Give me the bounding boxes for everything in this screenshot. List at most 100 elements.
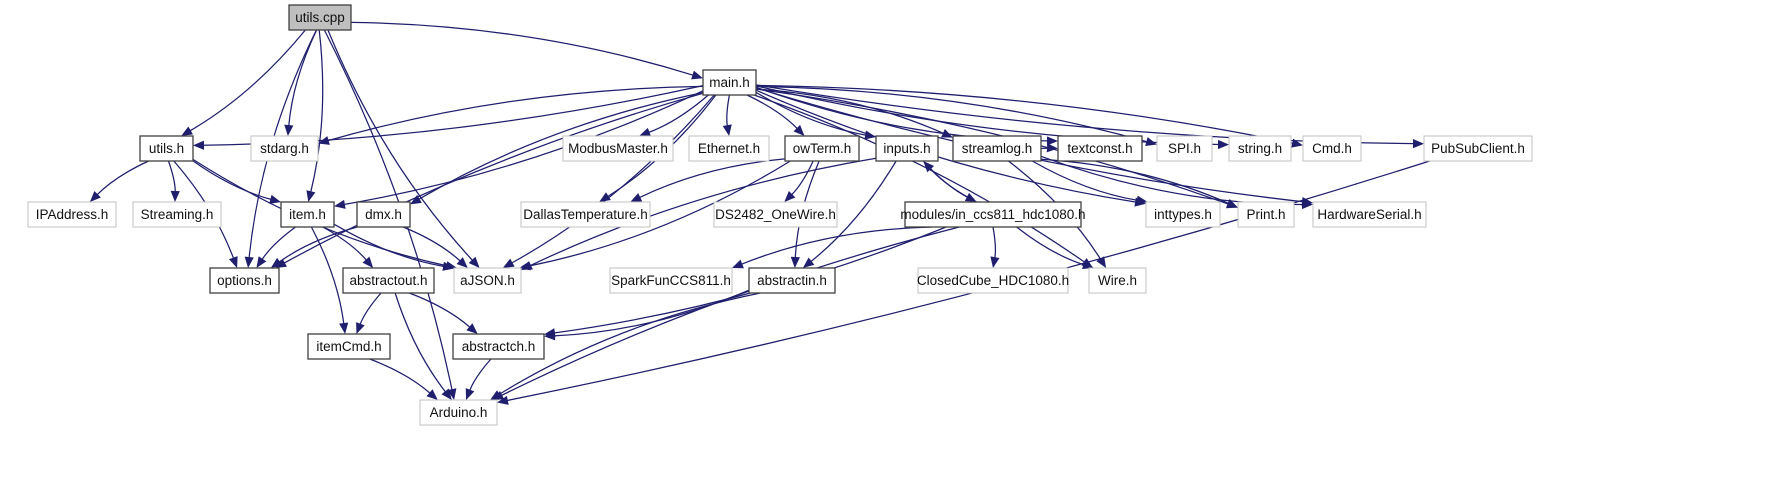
node-box[interactable] <box>917 267 1069 294</box>
edge-arrowhead <box>790 256 800 268</box>
node-box[interactable] <box>702 69 757 96</box>
graph-node-arduino-h[interactable]: Arduino.h <box>419 399 498 426</box>
node-box[interactable] <box>713 201 838 228</box>
graph-node-spi-h[interactable]: SPI.h <box>1156 135 1213 162</box>
edge-arrowhead <box>941 128 953 138</box>
dependency-edge <box>755 89 1137 203</box>
node-layer: utils.cpp main.h utils.h stdarg.h ModbusMast… <box>27 4 1533 426</box>
node-box[interactable] <box>1302 135 1362 162</box>
graph-node-modules-ccs-h[interactable]: modules/in_ccs811_hdc1080.h <box>900 201 1086 228</box>
node-box[interactable] <box>562 135 674 162</box>
dependency-edge <box>96 160 149 196</box>
node-box[interactable] <box>453 267 522 294</box>
edge-arrowhead <box>334 199 346 209</box>
node-box[interactable] <box>1156 135 1213 162</box>
graph-node-streamlog-h[interactable]: streamlog.h <box>952 135 1042 162</box>
graph-node-owterm-h[interactable]: owTerm.h <box>784 135 860 162</box>
node-box[interactable] <box>875 135 939 162</box>
graph-node-dmx-h[interactable]: dmx.h <box>356 201 411 228</box>
dependency-edge <box>500 226 960 397</box>
node-box[interactable] <box>904 201 1082 228</box>
graph-node-abstractout-h[interactable]: abstractout.h <box>342 267 435 294</box>
edge-arrowhead <box>193 140 205 150</box>
node-box[interactable] <box>1057 135 1143 162</box>
node-box[interactable] <box>307 333 391 360</box>
node-box[interactable] <box>784 135 860 162</box>
node-box[interactable] <box>342 267 435 294</box>
graph-node-closedcube-h[interactable]: ClosedCube_HDC1080.h <box>917 267 1069 294</box>
edge-arrowhead <box>306 190 316 202</box>
graph-node-main-h[interactable]: main.h <box>702 69 757 96</box>
node-box[interactable] <box>452 333 545 360</box>
node-box[interactable] <box>609 267 733 294</box>
edge-arrowhead <box>502 258 515 268</box>
graph-node-utils-cpp[interactable]: utils.cpp <box>288 4 352 31</box>
graph-node-cmd-h[interactable]: Cmd.h <box>1302 135 1362 162</box>
graph-node-itemcmd-h[interactable]: itemCmd.h <box>307 333 391 360</box>
edge-arrowhead <box>447 388 457 400</box>
graph-node-sparkfun-h[interactable]: SparkFunCCS811.h <box>609 267 733 294</box>
graph-node-ethernet-h[interactable]: Ethernet.h <box>688 135 770 162</box>
graph-node-ipaddress-h[interactable]: IPAddress.h <box>27 201 117 228</box>
edge-arrowhead <box>1046 136 1058 146</box>
node-box[interactable] <box>952 135 1042 162</box>
node-box[interactable] <box>288 4 352 31</box>
dependency-edge <box>741 226 933 265</box>
node-box[interactable] <box>139 135 194 162</box>
edge-arrowhead <box>256 256 267 268</box>
graph-node-wire-h[interactable]: Wire.h <box>1088 267 1147 294</box>
node-box[interactable] <box>419 399 498 426</box>
edge-arrowhead <box>1217 139 1229 150</box>
node-box[interactable] <box>132 201 222 228</box>
dependency-edge <box>755 85 1220 146</box>
node-box[interactable] <box>1145 201 1221 228</box>
dependency-edge <box>350 21 694 76</box>
node-box[interactable] <box>27 201 117 228</box>
graph-node-pubsubclient-h[interactable]: PubSubClient.h <box>1423 135 1533 162</box>
dependency-edge <box>278 226 358 263</box>
graph-node-hardwareserial-h[interactable]: HardwareSerial.h <box>1312 201 1427 228</box>
node-box[interactable] <box>209 267 280 294</box>
edge-arrowhead <box>964 192 977 202</box>
node-box[interactable] <box>280 201 335 228</box>
edge-layer <box>89 21 1430 405</box>
graph-node-abstractch-h[interactable]: abstractch.h <box>452 333 545 360</box>
graph-node-stdarg-h[interactable]: stdarg.h <box>250 135 319 162</box>
node-box[interactable] <box>1423 135 1533 162</box>
dependency-edge <box>726 94 731 127</box>
node-box[interactable] <box>1228 135 1292 162</box>
graph-node-textconst-h[interactable]: textconst.h <box>1057 135 1143 162</box>
dependency-edge <box>402 226 461 262</box>
edge-arrowhead <box>722 124 732 136</box>
graph-node-dallastemp-h[interactable]: DallasTemperature.h <box>520 201 651 228</box>
graph-node-modbusmaster-h[interactable]: ModbusMaster.h <box>562 135 674 162</box>
dependency-edge <box>755 88 945 135</box>
graph-node-options-h[interactable]: options.h <box>209 267 280 294</box>
graph-node-print-h[interactable]: Print.h <box>1237 201 1295 228</box>
node-box[interactable] <box>520 201 651 228</box>
graph-node-ds2482-h[interactable]: DS2482_OneWire.h <box>713 201 838 228</box>
graph-node-inttypes-h[interactable]: inttypes.h <box>1145 201 1221 228</box>
graph-node-string-h[interactable]: string.h <box>1228 135 1292 162</box>
edge-arrowhead <box>990 256 1000 268</box>
dependency-edge <box>469 358 492 391</box>
graph-node-inputs-h[interactable]: inputs.h <box>875 135 939 162</box>
node-box[interactable] <box>1312 201 1427 228</box>
node-box[interactable] <box>1088 267 1147 294</box>
graph-node-ajson-h[interactable]: aJSON.h <box>453 267 522 294</box>
node-box[interactable] <box>1237 201 1295 228</box>
edge-arrowhead <box>270 257 283 268</box>
edge-arrowhead <box>244 256 254 268</box>
dependency-edge <box>394 292 447 393</box>
edge-arrowhead <box>269 194 281 204</box>
node-box[interactable] <box>356 201 411 228</box>
graph-node-streaming-h[interactable]: Streaming.h <box>132 201 222 228</box>
graph-node-abstractin-h[interactable]: abstractin.h <box>748 267 836 294</box>
graph-node-item-h[interactable]: item.h <box>280 201 335 228</box>
graph-node-utils-h[interactable]: utils.h <box>139 135 194 162</box>
edge-arrowhead <box>691 70 703 80</box>
node-box[interactable] <box>250 135 319 162</box>
node-box[interactable] <box>748 267 836 294</box>
node-box[interactable] <box>688 135 770 162</box>
edge-arrowhead <box>1145 137 1157 146</box>
